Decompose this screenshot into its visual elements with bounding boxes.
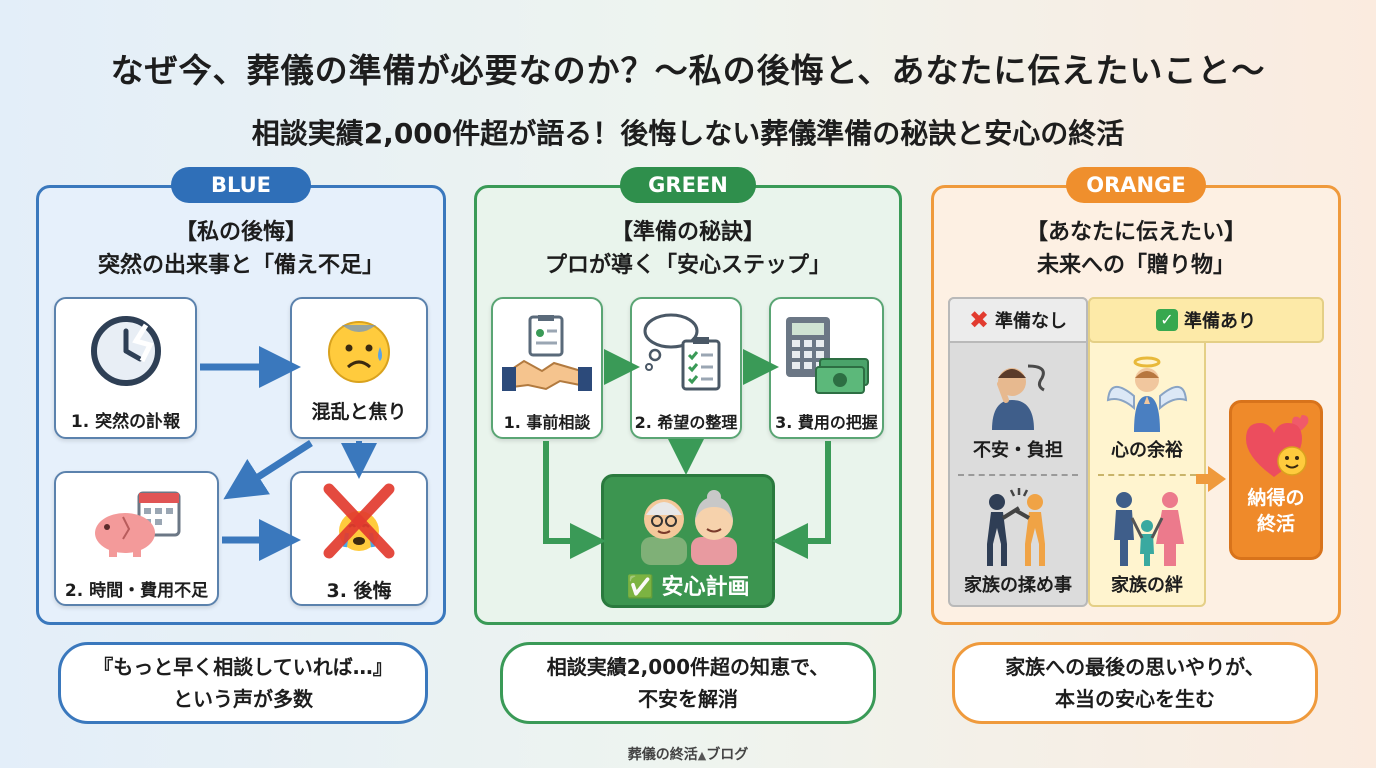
orange-result-box: 納得の 終活 — [1229, 400, 1323, 560]
footer-brand-suffix: ブログ — [706, 747, 749, 763]
green-quote-bubble: 相談実績2,000件超の知恵で、 不安を解消 — [500, 642, 876, 724]
orange-arrow-icon — [1208, 466, 1226, 492]
orange-quote-bubble: 家族への最後の思いやりが、 本当の安心を生む — [952, 642, 1318, 724]
blue-quote-line2: という声が多数 — [173, 687, 313, 711]
handshake-clipboard-icon — [502, 315, 592, 391]
green-center-plan-label: ✅ 安心計画 — [626, 575, 750, 600]
green-check-icon: ✓ — [1156, 309, 1178, 331]
orange-with-prep-item-1: 心の余裕 — [1111, 440, 1183, 461]
footer-brand-text: 葬儀の終活 — [627, 747, 698, 763]
footer-brand: 葬儀の終活▲ブログ — [0, 744, 1376, 764]
broken-clock-icon — [90, 316, 161, 386]
angel-icon — [1106, 356, 1188, 432]
green-card-label-1: 1. 事前相談 — [503, 413, 591, 432]
orange-title-line1: 【あなたに伝えたい】 — [1025, 220, 1246, 245]
blue-quote-bubble: 『もっと早く相談していれば…』 という声が多数 — [58, 642, 428, 724]
green-quote-line2: 不安を解消 — [638, 687, 738, 711]
thought-checklist-icon — [643, 313, 721, 391]
orange-result-line2: 終活 — [1256, 513, 1295, 535]
red-x-icon: ✖ — [968, 306, 990, 334]
footer-mountain-icon: ▲ — [697, 749, 707, 762]
blue-card-label-1: 1. 突然の訃報 — [70, 412, 181, 432]
blue-card-label-4: 3. 後悔 — [326, 580, 392, 602]
orange-no-prep-item-1: 不安・負担 — [973, 440, 1063, 461]
green-card-wishes: 2. 希望の整理 — [630, 297, 742, 439]
green-pill: GREEN — [620, 167, 756, 203]
green-title-line2: プロが導く「安心ステップ」 — [544, 253, 831, 278]
orange-pill: ORANGE — [1066, 167, 1206, 203]
green-panel-title: 【準備の秘訣】 プロが導く「安心ステップ」 — [474, 216, 902, 282]
green-title-line1: 【準備の秘訣】 — [610, 220, 765, 245]
arguing-family-icon — [987, 488, 1045, 566]
blue-card-label-2: 混乱と焦り — [311, 401, 407, 423]
page-subtitle: 相談実績2,000件超が語る！後悔しない葬儀準備の秘訣と安心の終活 — [251, 117, 1125, 150]
green-card-label-2: 2. 希望の整理 — [634, 413, 738, 432]
green-card-cost: 3. 費用の把握 — [769, 297, 884, 439]
anxious-face-icon — [328, 321, 390, 383]
orange-panel-title: 【あなたに伝えたい】 未来への「贈り物」 — [931, 216, 1341, 282]
orange-arrow-shaft — [1196, 474, 1210, 484]
orange-column-no-prep — [948, 297, 1088, 607]
calculator-money-icon — [785, 317, 869, 394]
elderly-couple-icon — [641, 490, 737, 565]
blue-title-line2: 突然の出来事と「備え不足」 — [97, 253, 384, 278]
orange-header-no-prep-label: 準備なし — [995, 311, 1068, 332]
blue-pill: BLUE — [171, 167, 311, 203]
green-card-consultation: 1. 事前相談 — [491, 297, 603, 439]
page-title: なぜ今、葬儀の準備が必要なのか？〜私の後悔と、あなたに伝えたいこと〜 — [110, 51, 1266, 90]
blue-card-label-3: 2. 時間・費用不足 — [64, 581, 209, 601]
blue-card-time-cost: 2. 時間・費用不足 — [54, 471, 219, 606]
orange-no-prep-item-2: 家族の揉め事 — [964, 575, 1072, 596]
happy-family-icon — [1114, 492, 1184, 566]
blue-card-confusion: 混乱と焦り — [290, 297, 428, 439]
orange-no-prep-divider — [958, 474, 1078, 476]
heart-smile-icon — [1246, 415, 1309, 477]
green-quote-line1: 相談実績2,000件超の知恵で、 — [546, 655, 830, 679]
worried-person-icon — [992, 364, 1045, 430]
orange-header-with-prep: ✓ 準備あり — [1088, 297, 1324, 343]
orange-title-line2: 未来への「贈り物」 — [1036, 253, 1235, 278]
piggy-bank-calendar-icon — [94, 491, 180, 557]
blue-quote-line1: 『もっと早く相談していれば…』 — [93, 655, 393, 679]
orange-quote-line1: 家族への最後の思いやりが、 — [1005, 655, 1265, 679]
orange-with-prep-divider — [1098, 474, 1196, 476]
orange-result-line1: 納得の — [1247, 487, 1305, 509]
blue-card-sudden-news: 1. 突然の訃報 — [54, 297, 197, 439]
blue-card-regret: 3. 後悔 — [290, 471, 428, 606]
green-center-plan-box: ✅ 安心計画 — [601, 474, 775, 608]
blue-panel-title: 【私の後悔】 突然の出来事と「備え不足」 — [36, 216, 446, 282]
green-card-label-3: 3. 費用の把握 — [775, 413, 878, 432]
blue-title-line1: 【私の後悔】 — [174, 220, 307, 245]
orange-with-prep-item-2: 家族の絆 — [1111, 575, 1183, 596]
orange-header-with-prep-label: 準備あり — [1184, 311, 1256, 332]
red-x-crying-face-icon — [323, 483, 395, 559]
orange-header-no-prep: ✖ 準備なし — [948, 297, 1088, 343]
orange-quote-line2: 本当の安心を生む — [1055, 687, 1215, 711]
